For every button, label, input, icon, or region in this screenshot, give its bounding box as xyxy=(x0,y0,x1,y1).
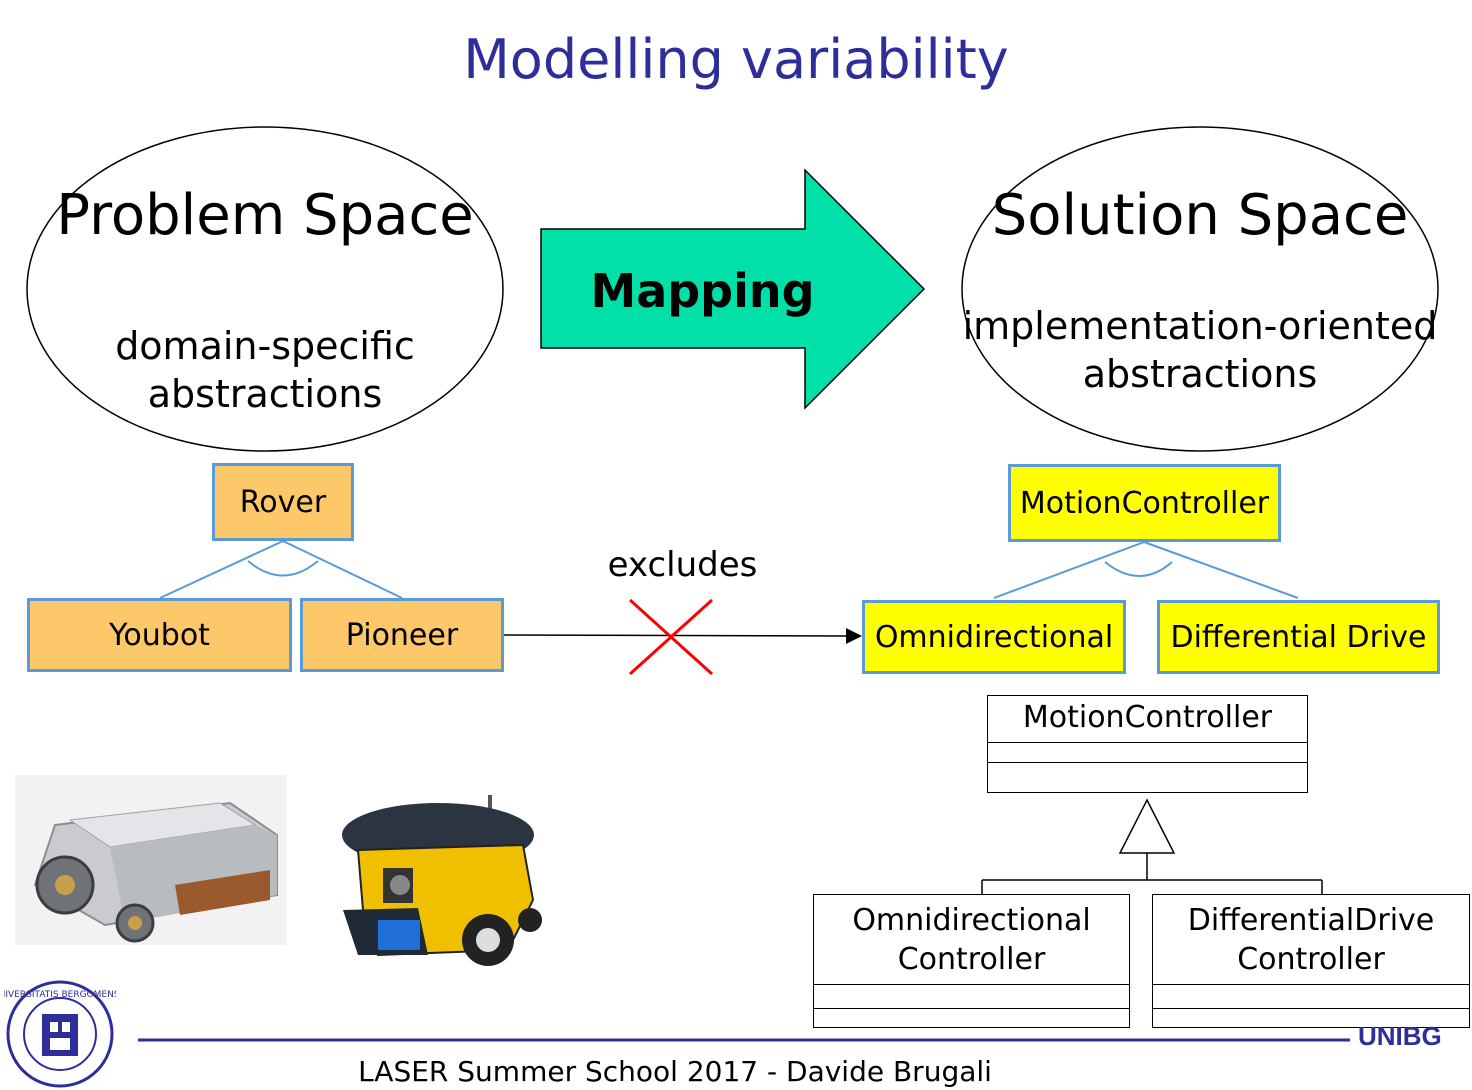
mapping-arrow xyxy=(540,168,926,410)
uml-operations-section xyxy=(988,763,1307,792)
feature-omnidirectional: Omnidirectional xyxy=(862,600,1126,674)
alternative-arc xyxy=(247,560,319,577)
excludes-label: excludes xyxy=(607,545,758,585)
uml-operations-section xyxy=(814,1009,1129,1027)
problem-space-line1: domain-specific xyxy=(115,324,415,368)
brand-label: UNIBG xyxy=(1358,1021,1442,1051)
uml-class-name: Omnidirectional Controller xyxy=(814,895,1129,985)
uml-class-name-line1: Omnidirectional xyxy=(852,902,1091,938)
slide-title: Modelling variability xyxy=(463,28,1009,91)
solution-space-ellipse xyxy=(961,126,1439,452)
feature-rover: Rover xyxy=(212,463,354,541)
uml-class-name: MotionController xyxy=(988,696,1307,743)
uml-class-name: DifferentialDrive Controller xyxy=(1153,895,1469,985)
uml-class-motioncontroller: MotionController xyxy=(987,695,1308,793)
problem-space-title: Problem Space xyxy=(56,183,474,248)
alternative-arc xyxy=(1104,561,1173,577)
feature-motioncontroller: MotionController xyxy=(1008,464,1281,542)
uml-class-name-line2: Controller xyxy=(897,941,1046,977)
mapping-label: Mapping xyxy=(590,264,815,318)
pioneer-robot-photo xyxy=(342,795,542,966)
problem-space-ellipse xyxy=(26,126,504,452)
uml-class-name-line2: Controller xyxy=(1237,941,1385,977)
uml-class-omnidirectional-controller: Omnidirectional Controller xyxy=(813,894,1130,1028)
youbot-robot-photo xyxy=(15,775,287,945)
feature-youbot: Youbot xyxy=(27,598,292,672)
uml-attributes-section xyxy=(814,985,1129,1009)
uml-class-name-line1: DifferentialDrive xyxy=(1187,902,1435,938)
generalization-triangle xyxy=(1118,798,1176,854)
feature-pioneer: Pioneer xyxy=(300,598,504,672)
excludes-arrowhead xyxy=(846,628,862,644)
university-seal-logo: UNIVERSITATIS BERGOMENSIS xyxy=(4,980,116,1088)
solution-space-title: Solution Space xyxy=(991,183,1409,248)
problem-space-line2: abstractions xyxy=(147,372,383,416)
solution-space-line2: abstractions xyxy=(1082,352,1318,396)
logo-text: UNIVERSITATIS BERGOMENSIS xyxy=(4,990,116,1000)
uml-class-differentialdrive-controller: DifferentialDrive Controller xyxy=(1152,894,1470,1028)
uml-attributes-section xyxy=(988,743,1307,763)
solution-space-line1: implementation-oriented xyxy=(962,304,1438,348)
footer-text: LASER Summer School 2017 - Davide Brugal… xyxy=(358,1055,992,1088)
feature-differential-drive: Differential Drive xyxy=(1157,600,1440,674)
uml-attributes-section xyxy=(1153,985,1469,1009)
